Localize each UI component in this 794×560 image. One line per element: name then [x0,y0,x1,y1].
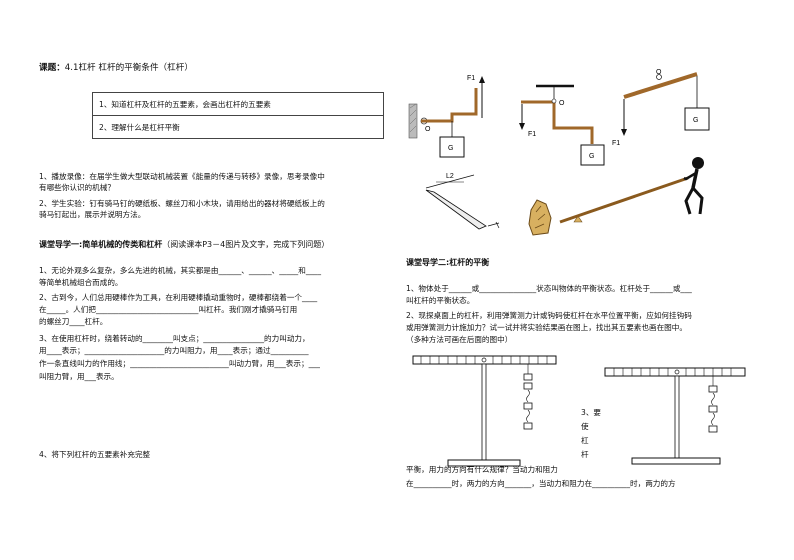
s2-line-5: （多种方法可画在后面的图中） [406,335,513,344]
lever-apparatus-right [604,367,746,465]
fig-c-o-label: O [656,69,662,76]
bottom-line-1: 平衡，用力的方向有什么规律？当动力和阻力 [406,465,558,474]
lesson-title: 课题：4.1杠杆 杠杆的平衡条件（杠杆） [39,62,193,74]
s1-line-5: 的螺丝刀____杠杆。 [39,317,108,326]
s1-line-1: 1、无论外观多么复杂，多么先进的机械，其实都是由______、______、__… [39,266,322,275]
q3-vert-2: 使 [581,422,589,431]
section1-note: （阅读课本P3－4图片及文字，完成下列问题） [162,240,330,249]
learning-goals-table: 1、知道杠杆及杠杆的五要素，会画出杠杆的五要素 2、理解什么是杠杆平衡 [92,92,384,139]
fig-b-o-label: O [559,100,565,107]
s2-line-3: 2、现探桌面上的杠杆，利用弹簧测力计或钩码使杠杆在水平位置平衡，应如何挂钩码 [406,311,692,320]
intro-line-4: 骑马钉起出，展示并说明方法。 [39,210,146,219]
lever-figure-b: O F1 G [519,84,605,166]
section1-title: 课堂导学一:简单机械的传类和杠杆 [39,240,163,249]
title-text: 4.1杠杆 杠杆的平衡条件（杠杆） [64,63,193,73]
lever-figure-c: O F1 G [612,69,710,147]
goal-1: 1、知道杠杆及杠杆的五要素，会画出杠杆的五要素 [92,92,384,116]
lever-apparatus-left [412,355,557,467]
q3-vert-1: 3、要 [581,408,602,417]
fig-c-f1-label: F1 [612,140,620,147]
intro-line-2: 有哪些你认识的机械？ [39,183,115,192]
s2-line-2: 叫杠杆的平衡状态。 [406,296,475,305]
fig-c-g-label: G [693,117,698,124]
s1-line-7: 用____表示；_____________________的力叫阻力，用____… [39,346,309,355]
screwdriver-figure: L2 [425,173,500,230]
section2-heading: 课堂导学二:杠杆的平衡 [406,258,490,267]
goal-2: 2、理解什么是杠杆平衡 [92,115,384,139]
fig-b-f1-label: F1 [528,131,536,138]
title-label: 课题： [39,63,65,73]
q3-vert-4: 杆 [581,450,589,459]
fig-a-g-label: G [448,145,453,152]
fig-d-l2-label: L2 [446,173,454,180]
section1-heading: 课堂导学一:简单机械的传类和杠杆（阅读课本P3－4图片及文字，完成下列问题） [39,239,329,251]
s1-line-3: 2、古到今，人们总用硬棒作为工具，在利用硬棒撬动重物时，硬棒都绕着一个____ [39,293,318,302]
s1-line-6: 3、在使用杠杆时，绕着转动的________叫支点；______________… [39,334,310,343]
question-4: 4、将下列杠杆的五要素补充完整 [39,450,151,459]
s2-line-1: 1、物体处于______或_______________状态叫物体的平衡状态。杠… [406,284,692,293]
s1-line-8: 作一条直线叫力的作用线；__________________________叫动… [39,359,320,368]
fig-a-o-label: O [425,126,431,133]
s1-line-4: 在_____。人们把___________________________叫杠杆… [39,305,298,314]
fig-b-g-label: G [589,153,594,160]
crowbar-figure [528,157,704,236]
s2-line-4: 或用弹簧测力计施加力？试一试并将实验结果画在图上，找出其五要素也画在图中。 [406,323,687,332]
q3-vert-3: 杠 [581,436,589,445]
lever-figure-a: F1 O G [408,75,485,158]
intro-line-3: 2、学生实验：钉有骑马钉的硬纸板、螺丝刀和小木块，请用给出的器材将硬纸板上的 [39,199,325,208]
s1-line-2: 等简单机械组合而成的。 [39,278,123,287]
s1-line-9: 叫阻力臂，用___表示。 [39,372,119,381]
intro-line-1: 1、播放录像：在届学生做大型联动机械装置《能量的传递与转移》录像，思考录像中 [39,172,325,181]
bottom-line-2: 在__________时，两力的方向_______，当动力和阻力在_______… [406,479,676,488]
fig-a-f1-label: F1 [467,75,475,82]
